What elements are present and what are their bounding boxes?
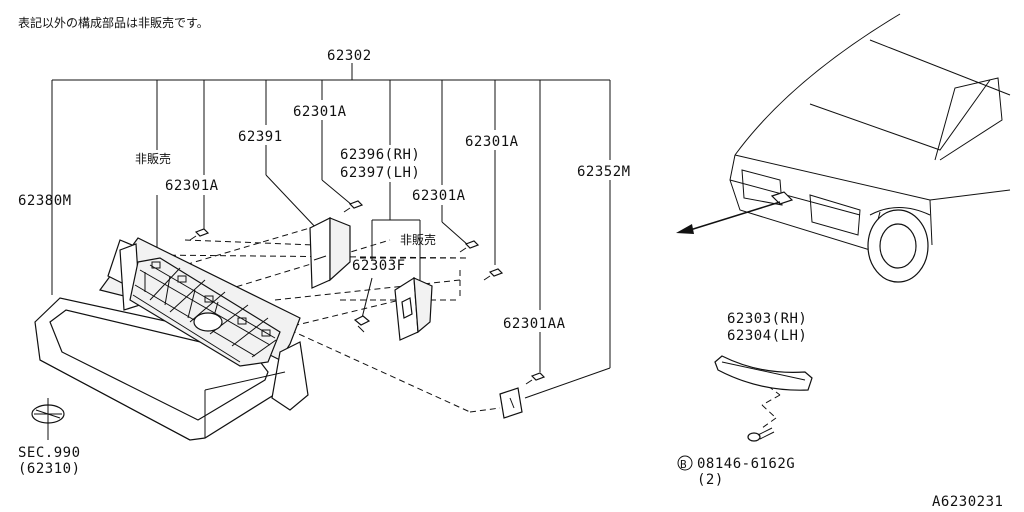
label-bracket: 62391 [238, 129, 283, 145]
label-bolt-circle: B [680, 458, 687, 471]
assembly-leader-lines [51, 63, 611, 399]
label-assembly: 62302 [327, 48, 372, 64]
grille-mesh [129, 257, 281, 367]
bolt-callout-circle [677, 455, 693, 471]
bracket-62391 [309, 217, 351, 289]
label-bolt: 08146-6162G [697, 456, 795, 472]
label-clip-mid: 62301A [412, 188, 466, 204]
clip-icon [525, 372, 546, 385]
label-bolt-qty: (2) [697, 472, 724, 488]
diagram-id: A6230231 [932, 494, 1003, 510]
clip-icon [189, 228, 210, 241]
label-clip-left: 62301A [165, 178, 219, 194]
label-not-sold-left: 非販売 [135, 151, 171, 166]
vehicle-illustration [729, 13, 1011, 283]
label-molding-lh: 62304(LH) [727, 328, 807, 344]
label-molding-rh: 62303(RH) [727, 311, 807, 327]
reference-arrow [676, 201, 781, 234]
label-grille: 62380M [18, 193, 72, 209]
header-note: 表記以外の構成部品は非販売です。 [18, 15, 209, 30]
molding-strip [714, 355, 813, 391]
label-not-sold-mid: 非販売 [400, 232, 436, 247]
clip-icon [483, 268, 504, 281]
bolt-icon [747, 427, 775, 442]
retainer-icon [353, 315, 371, 333]
label-clip-top: 62301A [293, 104, 347, 120]
emblem-icon [31, 398, 65, 440]
label-retainer: 62303F [352, 258, 406, 274]
bracket-62396 [394, 276, 433, 341]
clip-icon [459, 240, 480, 253]
label-clip-right: 62301A [465, 134, 519, 150]
assembly-guide-dashes [99, 224, 781, 429]
label-bracket-rh: 62396(RH) [340, 147, 420, 163]
label-mount: 62352M [577, 164, 631, 180]
label-bracket-lh: 62397(LH) [340, 165, 420, 181]
clip-icon [343, 200, 364, 213]
label-sec-ref: SEC.990 [18, 445, 81, 461]
label-clip-low: 62301AA [503, 316, 566, 332]
mount-bracket [499, 387, 523, 419]
label-sec-part: (62310) [18, 461, 81, 477]
